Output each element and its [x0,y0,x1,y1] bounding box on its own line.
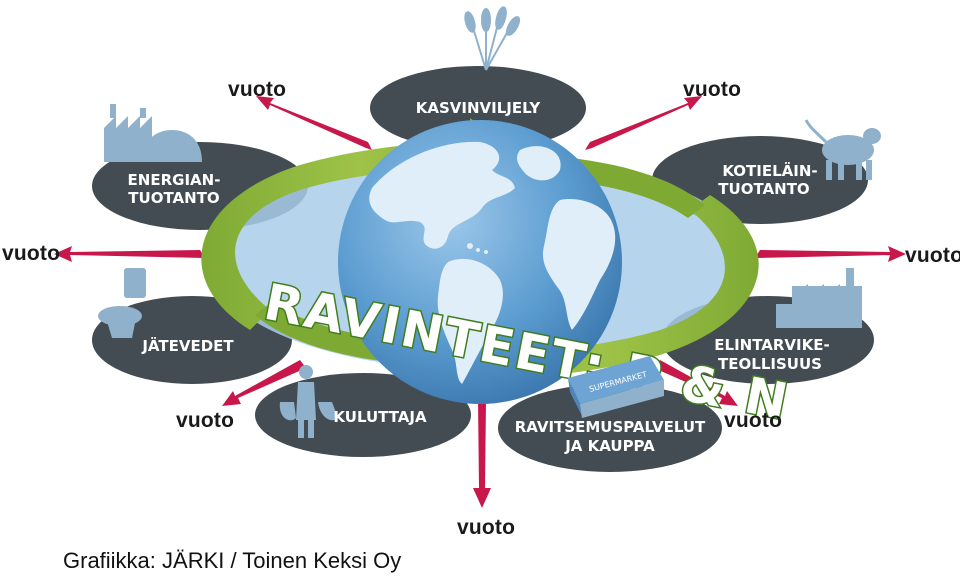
continent-south-america [437,258,503,384]
label-energiantuotanto-1: ENERGIAN- [128,171,221,189]
leak-arrow-right [755,246,906,262]
label-kotielaintuotanto-1: KOTIELÄIN- [722,161,817,180]
label-ravitsemus-1: RAVITSEMUSPALVELUT [515,418,706,436]
label-ravitsemus-2: JA KAUPPA [564,437,655,455]
leak-arrow-top-right [585,96,702,150]
leak-label-right: vuoto [905,244,960,267]
oval-kasvinviljely [370,66,586,150]
label-kuluttaja: KULUTTAJA [333,408,427,426]
leak-arrow-bottom [473,400,491,508]
label-elintarviketeollisuus-1: ELINTARVIKE- [714,336,829,354]
label-kotielaintuotanto-2: TUOTANTO [718,180,809,198]
label-kasvinviljely: KASVINVILJELY [416,99,542,117]
leak-arrow-left [54,246,205,262]
leak-label-top-left: vuoto [228,78,287,101]
leak-arrow-top-left [256,96,372,150]
label-energiantuotanto-2: TUOTANTO [128,189,219,207]
oval-ravitsemus [498,384,722,472]
toilet-icon [98,268,146,338]
consumer-person-icon [279,365,338,438]
continent-north-america [369,141,515,249]
leak-arrow-bottom-left [222,360,306,406]
leak-arrows [54,96,906,508]
continent-greenland [517,146,561,181]
cow-icon [804,119,881,180]
leak-label-top-right: vuoto [683,78,742,101]
graphics-credit: Grafiikka: JÄRKI / Toinen Keksi Oy [63,548,402,573]
leak-label-bottom-right: vuoto [724,409,783,432]
leak-label-bottom: vuoto [457,516,516,539]
globe [338,120,622,404]
continent-africa [542,199,616,330]
label-jatevedet: JÄTEVEDET [141,336,234,355]
food-factory-icon [776,268,862,328]
power-plant-icon [104,104,202,162]
leak-arrow-bottom-right [654,360,738,406]
leak-label-left: vuoto [2,242,61,265]
wheat-icon [464,6,521,71]
leak-label-bottom-left: vuoto [176,409,235,432]
supermarket-icon: SUPERMARKET [568,356,664,418]
label-elintarviketeollisuus-2: TEOLLISUUS [718,355,822,373]
